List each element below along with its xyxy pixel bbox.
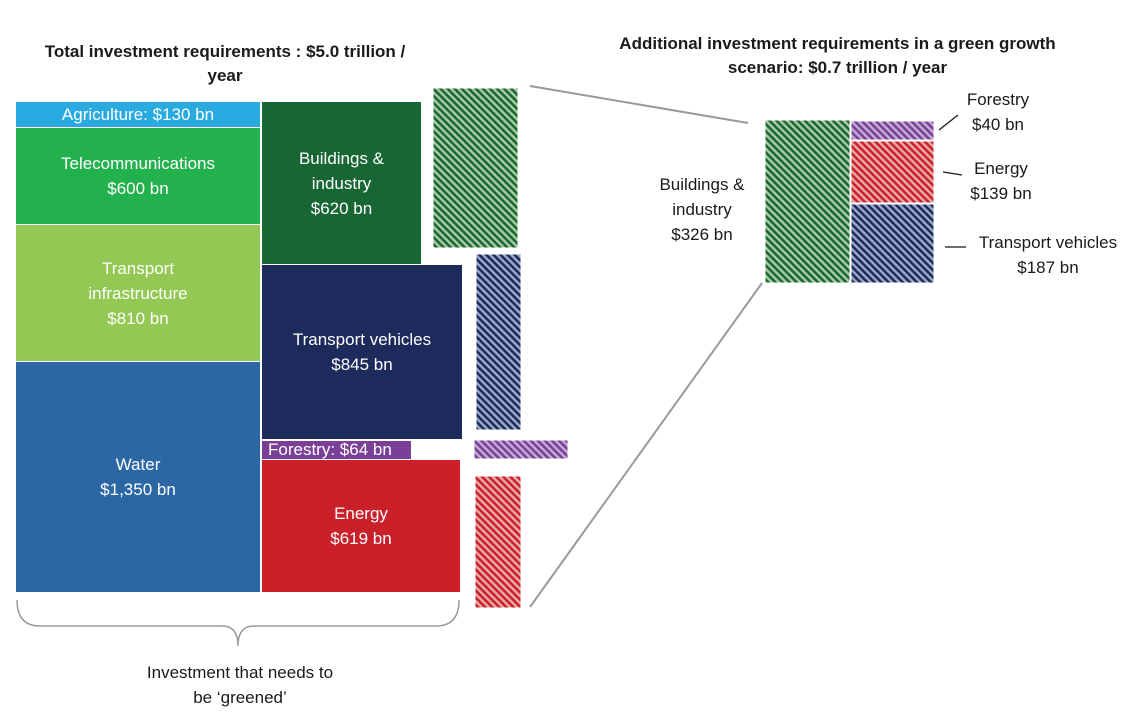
- greened-bar-buildings: [432, 87, 519, 249]
- leader-forestry: [938, 114, 959, 131]
- agriculture-value: $130 bn: [152, 104, 215, 124]
- green-forestry-value: $40 bn: [972, 115, 1024, 134]
- buildings-name-2: industry: [311, 173, 372, 193]
- right-chart-title: Additional investment requirements in a …: [619, 34, 1056, 77]
- left-chart-title: Total investment requirements : $5.0 tri…: [44, 42, 406, 85]
- block-buildings-industry: Buildings & industry $620 bn: [262, 102, 421, 264]
- green-label-energy: Energy $139 bn: [955, 156, 1047, 206]
- block-energy: Energy $619 bn: [262, 460, 460, 592]
- greened-bar-energy: [474, 475, 522, 609]
- green-buildings-value: $326 bn: [671, 225, 733, 244]
- green-label-buildings: Buildings & industry $326 bn: [640, 172, 764, 247]
- green-transport-value: $187 bn: [1017, 258, 1079, 277]
- block-telecommunications: Telecommunications $600 bn: [16, 127, 260, 224]
- transport-infrastructure-name-1: Transport: [101, 258, 175, 278]
- green-block-transport-vehicles: [850, 203, 935, 284]
- greened-bar-transport-vehicles: [475, 253, 522, 431]
- forestry-value: $64 bn: [339, 440, 392, 459]
- zoom-line-bottom: [529, 282, 763, 608]
- green-block-energy: [850, 140, 935, 204]
- block-agriculture: Agriculture: $130 bn: [16, 102, 260, 127]
- block-transport-vehicles: Transport vehicles $845 bn: [262, 265, 462, 439]
- leader-energy: [942, 171, 963, 176]
- green-buildings-name-1: Buildings &: [659, 175, 745, 194]
- transport-vehicles-name: Transport vehicles: [292, 330, 432, 349]
- energy-name: Energy: [334, 504, 388, 523]
- green-block-forestry: [850, 120, 935, 141]
- agriculture-name: Agriculture:: [61, 104, 148, 124]
- forestry-name: Forestry:: [268, 440, 336, 459]
- greened-brace-label: Investment that needs to be ‘greened’: [146, 663, 334, 707]
- green-label-forestry: Forestry $40 bn: [950, 87, 1046, 137]
- transport-infrastructure-name-2: infrastructure: [88, 283, 188, 303]
- transport-vehicles-value: $845 bn: [331, 355, 393, 374]
- green-label-transport-vehicles: Transport vehicles $187 bn: [965, 230, 1131, 280]
- green-buildings-name-2: industry: [672, 200, 732, 219]
- buildings-value: $620 bn: [310, 198, 373, 218]
- water-value: $1,350 bn: [100, 480, 176, 499]
- green-transport-name: Transport vehicles: [978, 233, 1118, 252]
- telecommunications-name: Telecommunications: [60, 154, 215, 173]
- energy-value: $619 bn: [330, 529, 392, 548]
- green-energy-value: $139 bn: [970, 184, 1032, 203]
- water-name: Water: [115, 455, 161, 474]
- zoom-line-top: [529, 85, 749, 124]
- transport-infrastructure-value: $810 bn: [107, 308, 169, 328]
- block-forestry: Forestry: $64 bn: [262, 441, 411, 459]
- green-block-buildings: [764, 119, 851, 284]
- green-forestry-name: Forestry: [966, 90, 1030, 109]
- greened-bar-forestry: [473, 439, 569, 460]
- block-water: Water $1,350 bn: [16, 361, 260, 592]
- curly-brace: [16, 599, 460, 647]
- block-transport-infrastructure: Transport infrastructure $810 bn: [16, 224, 260, 361]
- buildings-name-1: Buildings &: [298, 148, 385, 168]
- green-energy-name: Energy: [974, 159, 1028, 178]
- telecommunications-value: $600 bn: [107, 179, 169, 198]
